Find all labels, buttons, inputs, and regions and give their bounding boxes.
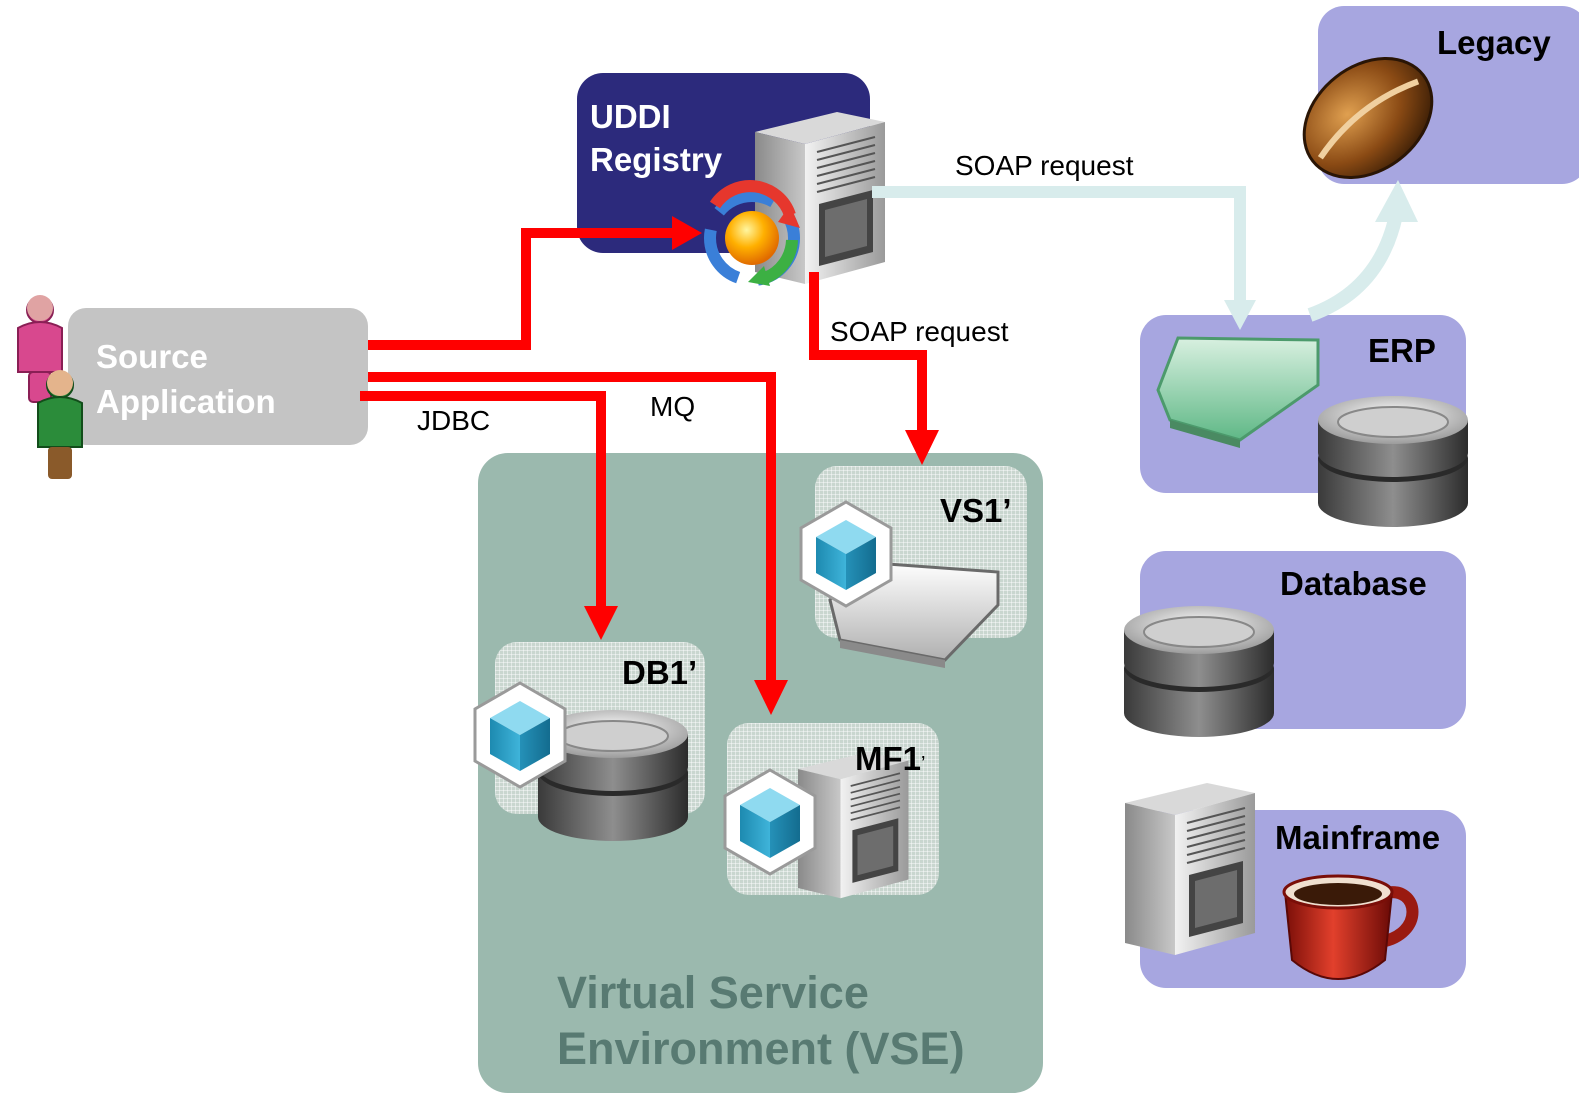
uddi-registry-title: UDDI Registry: [590, 96, 722, 182]
mf1-label-wrap: MF1’: [855, 740, 925, 778]
vse-title-line1: Virtual Service: [557, 967, 869, 1018]
uddi-lookup-arrow: [368, 228, 672, 350]
mf1-label-suffix: ’: [921, 753, 926, 775]
mf1-label: MF1: [855, 740, 921, 777]
vs1-label: VS1’: [940, 492, 1012, 529]
legacy-coffee-bean-icon: [1302, 57, 1434, 179]
uddi-title-line2: Registry: [590, 140, 723, 178]
erp-appliance-icon: [1156, 336, 1320, 448]
registry-cycle-icon: [704, 180, 800, 286]
erp-soap-connector: [872, 186, 1246, 305]
soap-request-vs-label: SOAP request: [830, 316, 1009, 347]
db1-label: DB1’: [622, 654, 698, 691]
source-application-box[interactable]: [68, 308, 368, 445]
mainframe-label: Mainframe: [1275, 819, 1441, 856]
vse-title: Virtual Service Environment (VSE): [557, 965, 965, 1078]
mq-label: MQ: [650, 391, 696, 422]
database-icon: [1123, 605, 1275, 738]
database-label: Database: [1280, 565, 1427, 602]
source-title-line1: Source: [96, 338, 208, 375]
source-application-title: Source Application: [96, 335, 276, 424]
uddi-title-line1: UDDI: [590, 98, 671, 135]
erp-label: ERP: [1368, 332, 1436, 369]
erp-to-legacy-connector: [1307, 213, 1403, 322]
vse-title-line2: Environment (VSE): [557, 1023, 965, 1075]
jdbc-label: JDBC: [417, 405, 491, 436]
source-title-line2: Application: [96, 382, 276, 420]
mainframe-coffee-cup-icon: [1282, 874, 1419, 980]
soap-request-erp-label: SOAP request: [955, 150, 1134, 181]
mainframe-server-icon: [1124, 782, 1256, 956]
legacy-label: Legacy: [1437, 24, 1551, 61]
soap-vs-arrow: [809, 272, 927, 432]
erp-database-icon: [1317, 395, 1469, 528]
jdbc-arrow: [360, 391, 606, 608]
mq-arrow: [368, 372, 776, 680]
